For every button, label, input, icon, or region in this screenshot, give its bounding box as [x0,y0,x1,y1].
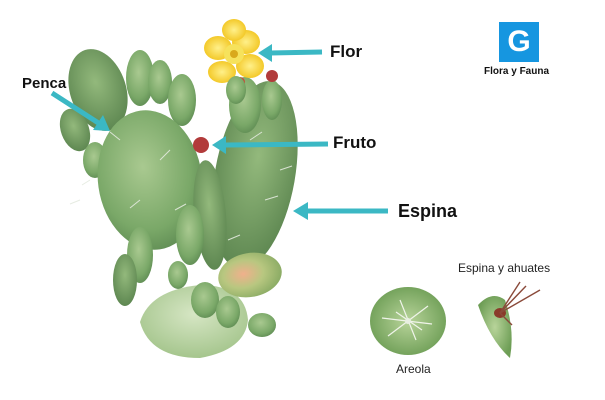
caption-espina-ahuates: Espina y ahuates [458,261,551,275]
arrow-flor [269,49,323,56]
espina-ahuates-illustration [478,281,541,358]
arrow-espina-head [293,202,308,220]
pad [168,261,188,289]
arrow-penca [50,90,102,127]
pad [113,254,137,306]
arrow-flor-head [258,44,272,62]
arrow-fruto [225,141,329,148]
fruto-icon [266,70,278,82]
pointer-arrows [50,44,388,220]
brand-logo-icon: G [499,22,539,62]
penca-pad [97,110,203,250]
fruto-large [218,252,282,298]
pad [212,81,298,269]
flor-flower [204,19,264,104]
label-flor: Flor [330,42,363,61]
pad [148,60,172,104]
arrow-fruto-head [212,136,226,154]
brand-name: Flora y Fauna [484,66,550,77]
pad [126,50,154,106]
pad [59,108,91,152]
arrow-penca-head [93,115,110,131]
label-fruto: Fruto [333,133,377,152]
pad [168,74,196,126]
spines [69,131,293,241]
pad [248,313,276,337]
cactus-pads [59,49,298,358]
pad [191,282,219,318]
pad [216,296,240,328]
label-penca: Penca [22,75,67,92]
fruto-icon [193,137,209,153]
pad [262,80,282,120]
areola-illustration [370,287,446,355]
caption-areola: Areola [396,362,431,376]
pad [176,205,204,265]
label-espina: Espina [398,201,458,221]
